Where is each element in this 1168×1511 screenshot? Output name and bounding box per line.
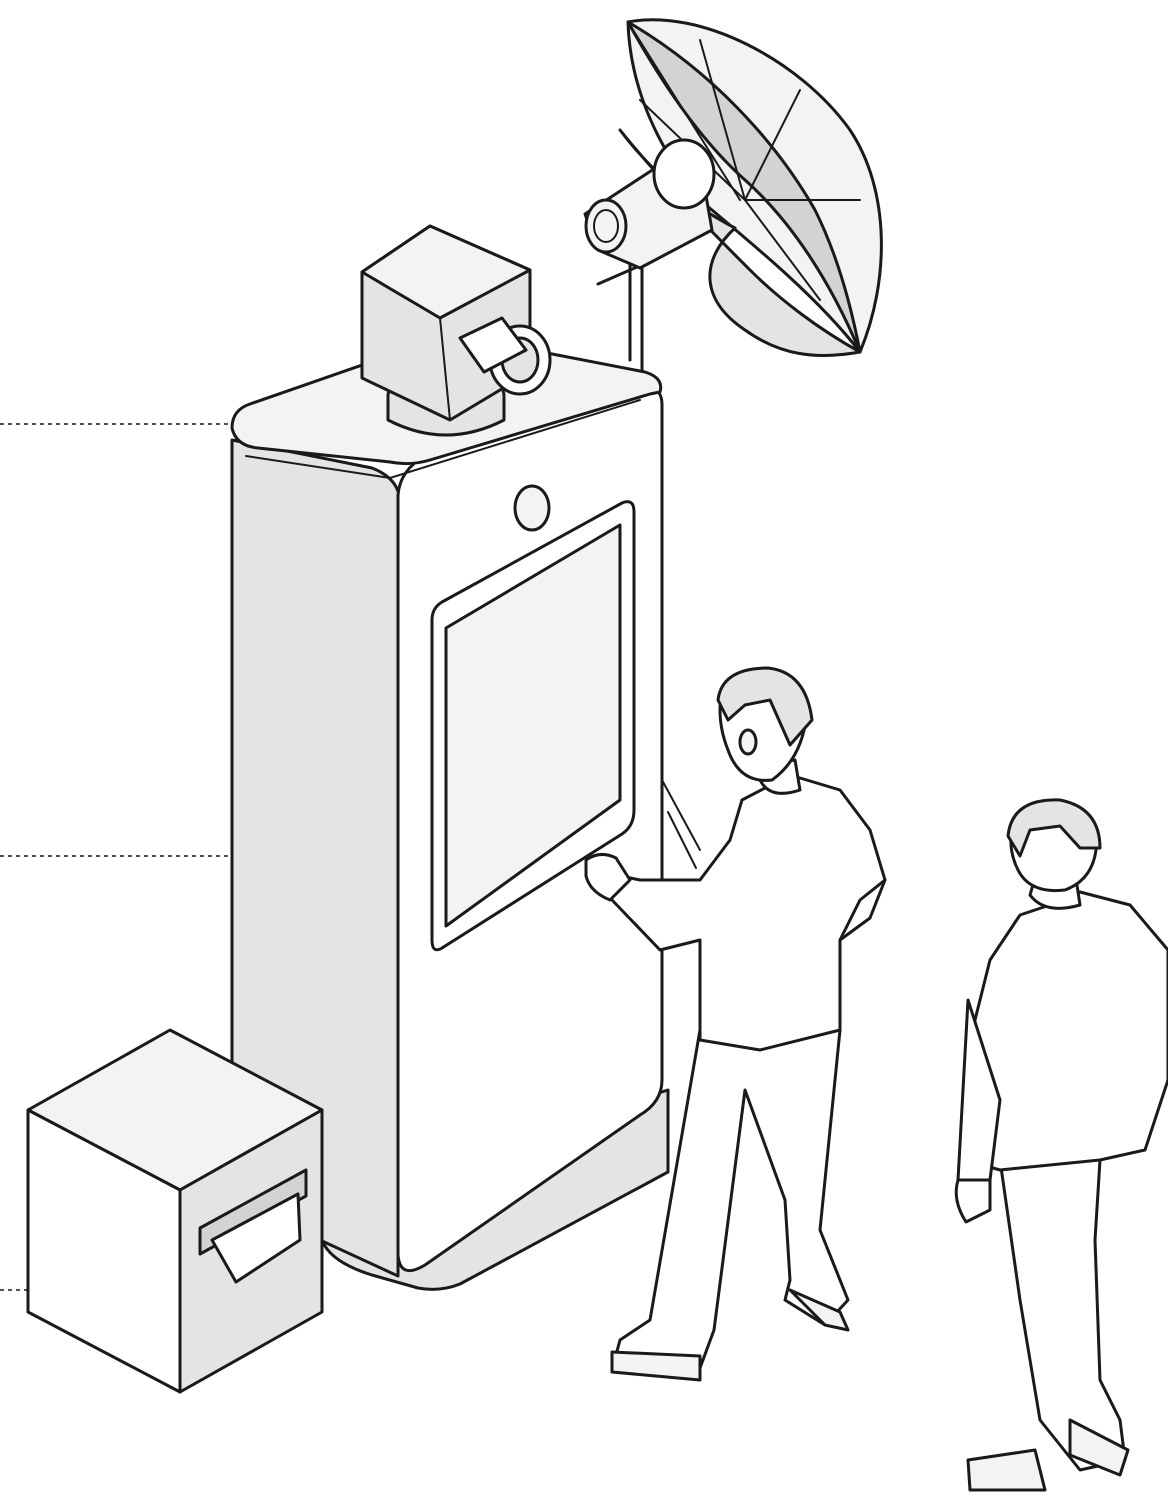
kiosk-sensor — [515, 486, 549, 530]
flash-umbrella — [585, 20, 881, 372]
person-waiting — [956, 800, 1168, 1490]
